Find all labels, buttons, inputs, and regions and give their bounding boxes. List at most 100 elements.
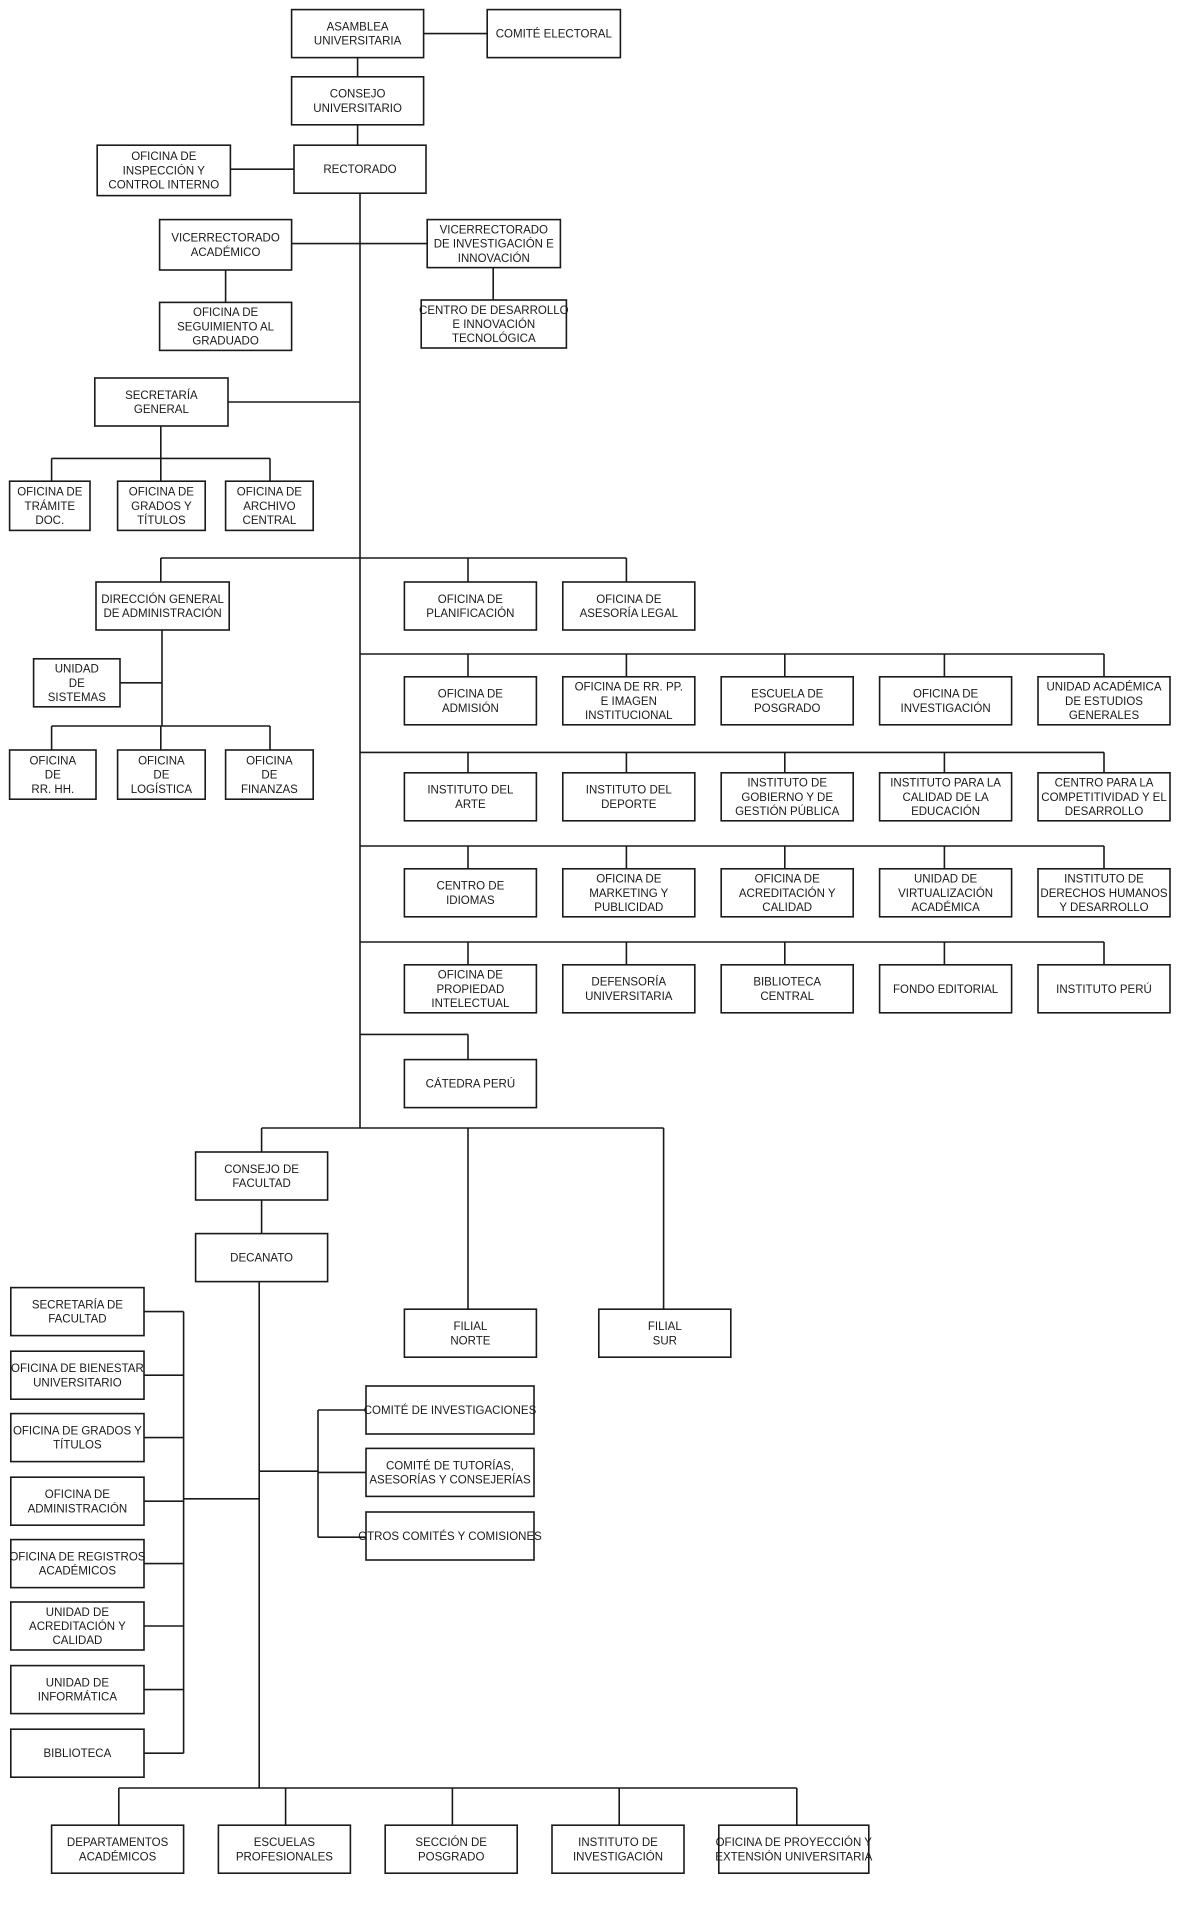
org-unit-biblioteca-fac: BIBLIOTECA — [10, 1728, 145, 1778]
org-unit-label: INSTITUTO PERÚ — [1056, 983, 1152, 996]
org-unit-label: INSTITUTO DE — [747, 778, 827, 790]
org-unit-box — [720, 771, 855, 822]
org-unit-label: TECNOLÓGICA — [452, 332, 536, 345]
org-unit-box — [116, 480, 206, 532]
org-unit-box — [365, 1511, 535, 1561]
org-unit-label: POSGRADO — [754, 703, 821, 715]
org-unit-label: ASESORÍA LEGAL — [580, 607, 679, 620]
org-unit-label: PLANIFICACIÓN — [426, 607, 514, 620]
org-unit-label: GESTIÓN PÚBLICA — [735, 805, 839, 818]
org-unit-label: ACADÉMICOS — [79, 1850, 157, 1863]
org-unit-label: SECRETARÍA — [125, 389, 198, 402]
org-unit-label: OFICINA DE — [755, 874, 821, 886]
org-unit-decanato: DECANATO — [194, 1232, 329, 1283]
org-unit-box — [194, 1151, 329, 1201]
org-unit-label: ASAMBLEA — [327, 22, 389, 34]
org-unit-label: EXTENSIÓN UNIVERSITARIA — [715, 1850, 872, 1863]
org-unit-box — [10, 1538, 145, 1589]
org-unit-label: E IMAGEN — [601, 696, 657, 708]
org-unit-box — [384, 1824, 519, 1874]
org-unit-box — [597, 1308, 732, 1358]
org-unit-label: DOC. — [35, 515, 64, 527]
org-unit-box — [420, 299, 568, 349]
org-unit-label: OTROS COMITÉS Y COMISIONES — [358, 1530, 542, 1543]
org-unit-label: ACREDITACIÓN Y — [739, 887, 836, 900]
org-unit-box — [403, 675, 538, 726]
org-unit-label: UNIVERSITARIO — [33, 1377, 122, 1389]
org-unit-label: ACADÉMICA — [911, 901, 980, 914]
org-unit-label: OFICINA DE BIENESTAR — [11, 1363, 144, 1375]
org-unit-box — [878, 771, 1013, 822]
org-unit-label: LOGÍSTICA — [131, 783, 193, 796]
org-unit-label: CALIDAD — [762, 902, 812, 914]
org-unit-label: INVESTIGACIÓN — [573, 1850, 663, 1863]
org-unit-label: DE — [45, 770, 61, 782]
org-unit-box — [720, 963, 855, 1014]
org-unit-label: VICERRECTORADO — [440, 224, 548, 236]
org-unit-label: CONSEJO — [330, 89, 386, 101]
org-unit-label: SECCIÓN DE — [415, 1836, 487, 1849]
org-unit-box — [94, 377, 229, 427]
org-unit-label: OFICINA DE — [438, 970, 504, 982]
org-unit-label: ACADÉMICOS — [39, 1565, 117, 1578]
org-unit-label: INTELECTUAL — [431, 998, 510, 1010]
org-unit-box — [403, 963, 538, 1014]
org-unit-box — [50, 1824, 185, 1874]
org-unit-box — [158, 218, 293, 271]
org-unit-label: UNIDAD DE — [914, 874, 978, 886]
org-unit-label: INVESTIGACIÓN — [901, 702, 991, 715]
org-unit-label: DERECHOS HUMANOS — [1040, 888, 1167, 900]
org-unit-box — [878, 963, 1013, 1014]
org-unit-box — [403, 771, 538, 822]
org-unit-label: VICERRECTORADO — [171, 233, 279, 245]
org-unit-consejo-univ: CONSEJO UNIVERSITARIO — [290, 76, 425, 126]
org-unit-label: OFICINA DE — [131, 151, 197, 163]
org-unit-box — [486, 8, 622, 59]
org-unit-label: DESARROLLO — [1065, 806, 1144, 818]
org-unit-label: CENTRO DE — [437, 881, 505, 893]
org-unit-box — [224, 749, 315, 801]
org-unit-box — [551, 1824, 685, 1874]
org-unit-box — [293, 144, 427, 194]
org-unit-label: FINANZAS — [241, 784, 298, 796]
org-unit-label: OFICINA DE — [193, 307, 259, 319]
org-unit-label: ARCHIVO — [243, 501, 295, 513]
org-unit-label: CONTROL INTERNO — [108, 180, 219, 192]
org-unit-label: OFICINA DE — [438, 594, 504, 606]
org-unit-box — [224, 480, 315, 532]
org-unit-label: INFORMÁTICA — [38, 1691, 118, 1704]
org-unit-box — [1037, 675, 1171, 726]
org-unit-label: UNIVERSITARIO — [313, 103, 402, 115]
org-unit-box — [290, 8, 425, 59]
org-unit-box — [878, 867, 1013, 918]
org-unit-label: GRADUADO — [192, 336, 259, 348]
org-unit-label: OFICINA DE PROYECCIÓN Y — [716, 1836, 873, 1849]
org-unit-box — [116, 749, 206, 801]
org-unit-label: CENTRO DE DESARROLLO — [419, 305, 569, 317]
org-unit-label: GOBIERNO Y DE — [741, 792, 833, 804]
org-unit-label: OFICINA DE — [17, 487, 83, 499]
org-unit-comite-electoral: COMITÉ ELECTORAL — [486, 8, 622, 59]
org-unit-label: CENTRO PARA LA — [1055, 778, 1154, 790]
